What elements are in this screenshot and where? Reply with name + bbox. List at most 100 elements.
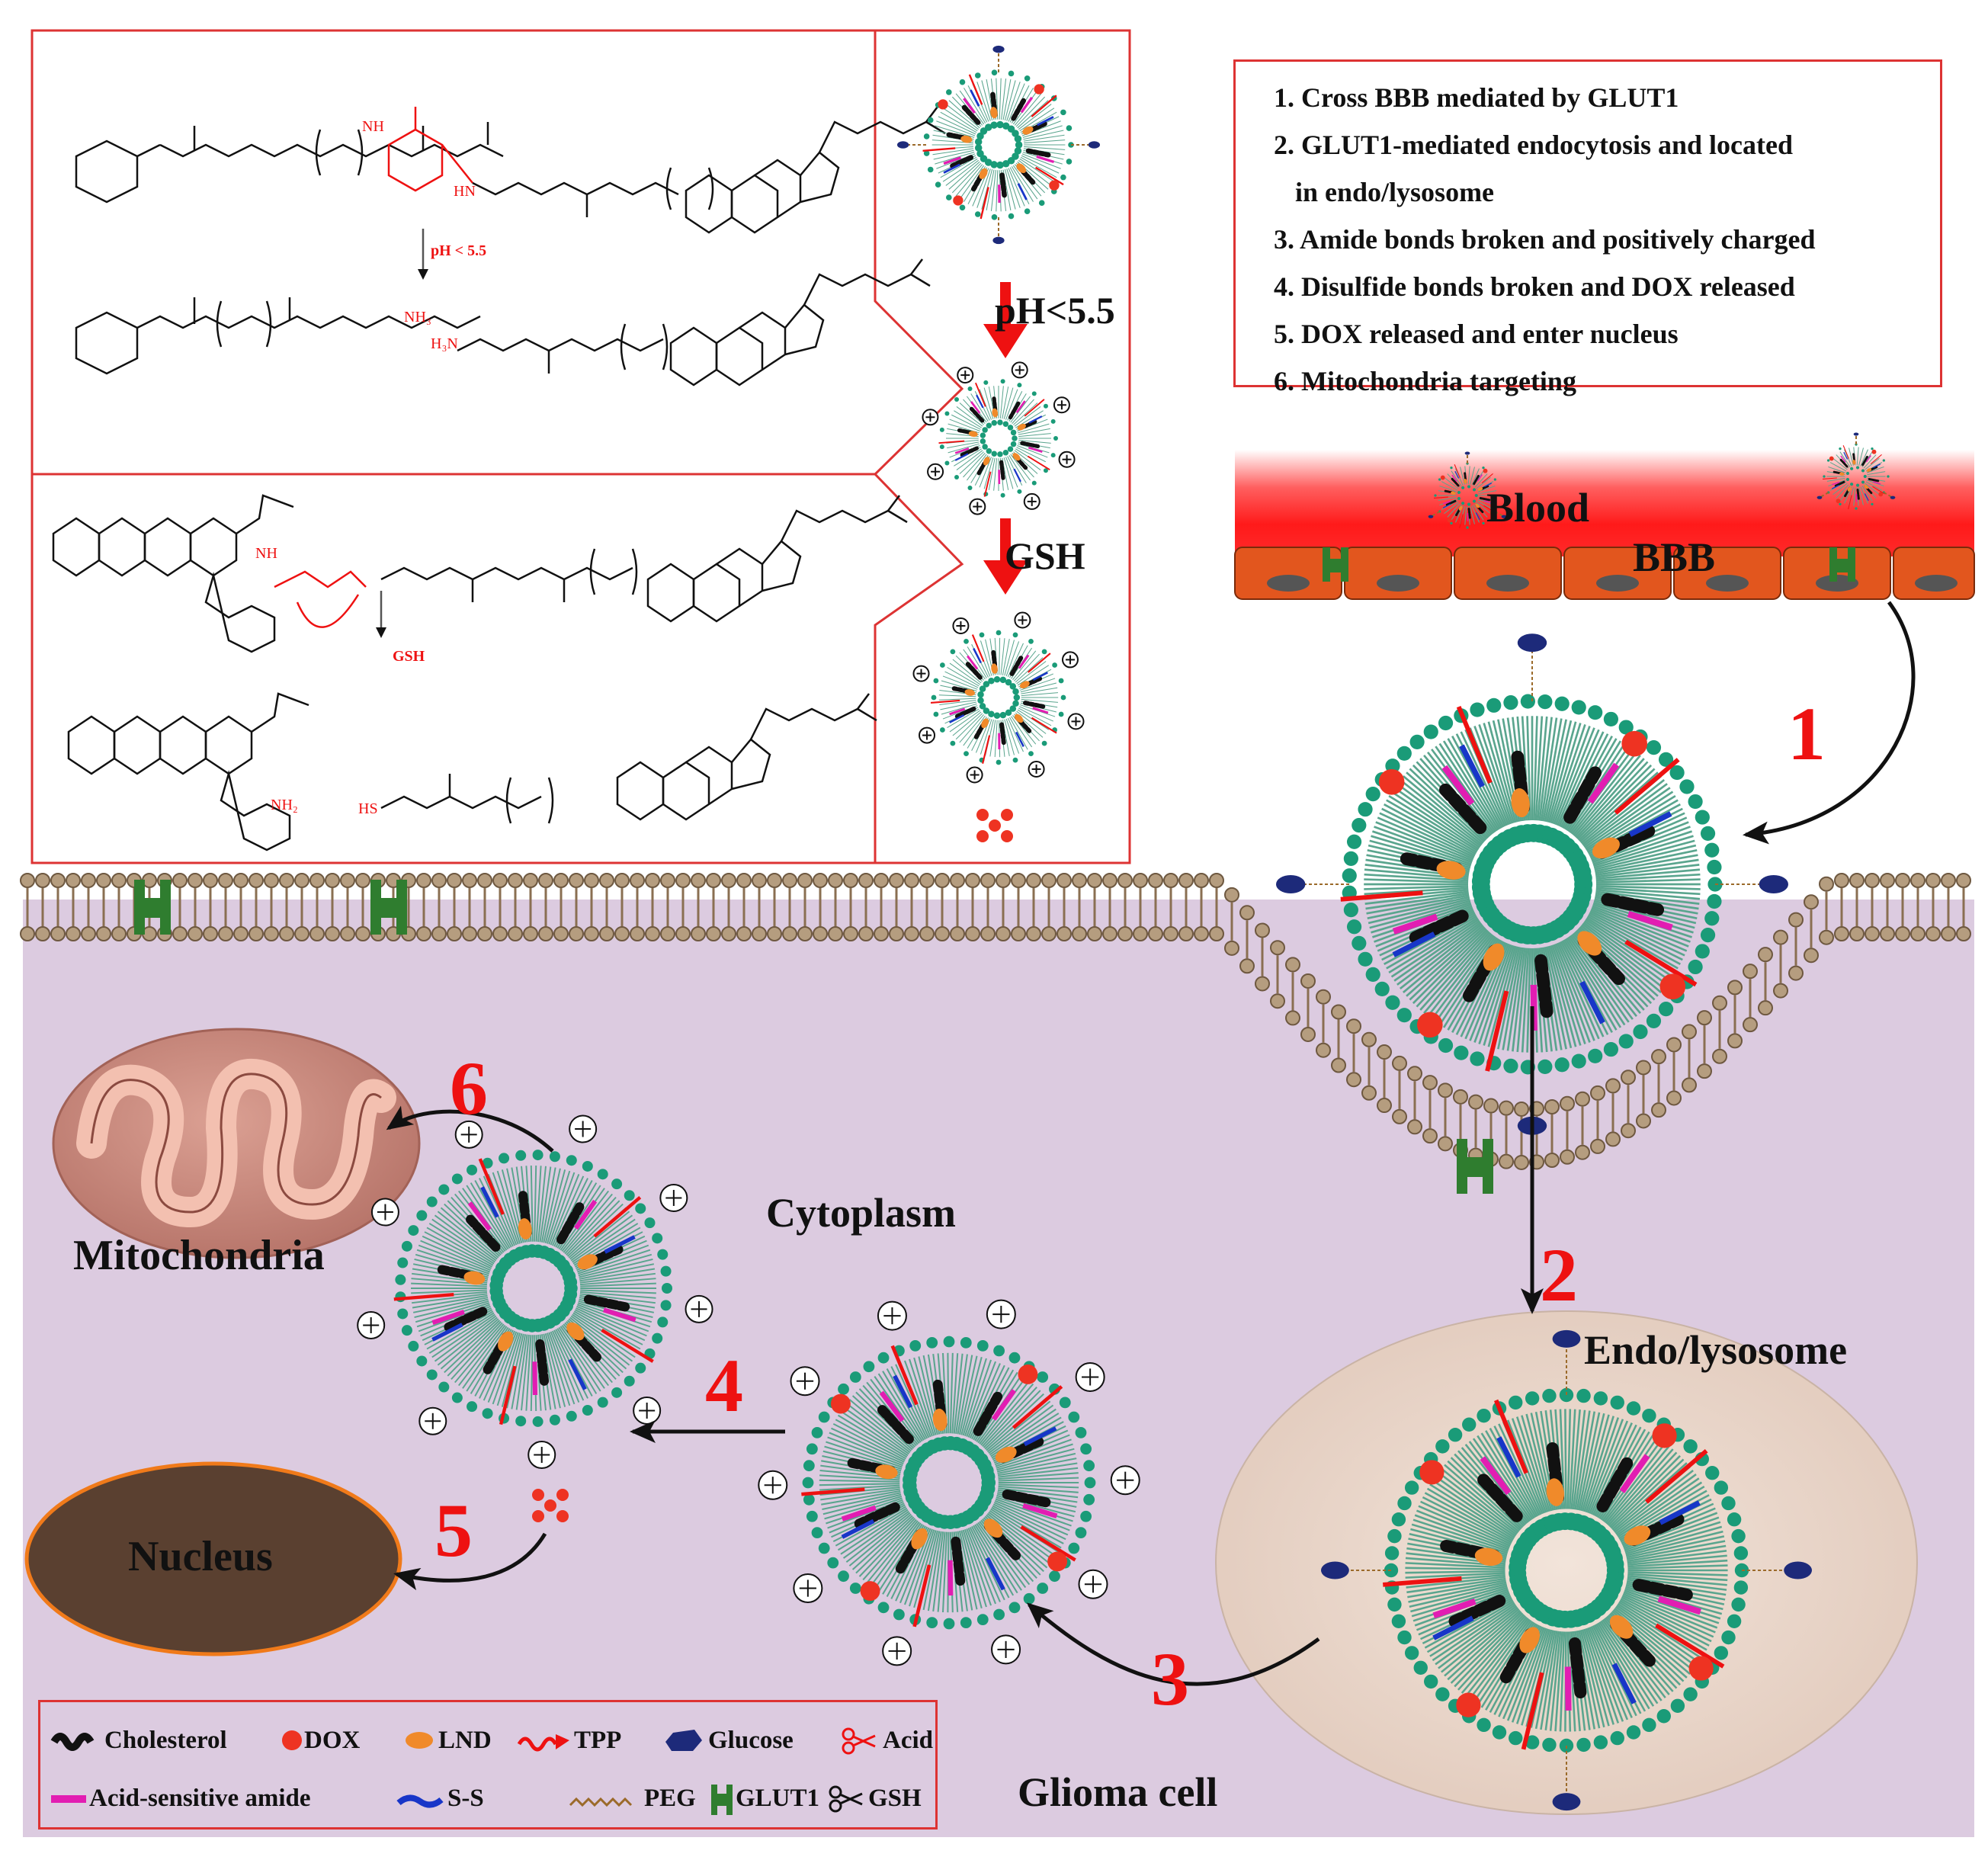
- lipid-head: [188, 873, 203, 888]
- lipid-head: [1788, 912, 1804, 928]
- lipid-head: [1727, 1033, 1743, 1049]
- lipid-head: [218, 873, 233, 888]
- lipid-head: [706, 873, 721, 888]
- lipid-head: [1925, 873, 1941, 888]
- lipid-head: [965, 873, 980, 888]
- lipid-head: [1361, 1031, 1377, 1047]
- tpp-arrowhead-icon: [556, 1734, 569, 1749]
- lipid-head: [1621, 1123, 1636, 1139]
- structure-dox-disulfide: [52, 494, 908, 653]
- step-number-4: 4: [705, 1343, 743, 1428]
- lipid-head: [569, 873, 584, 888]
- lipid-head: [630, 873, 645, 888]
- lipid-head: [1057, 873, 1072, 888]
- lipid-head: [1895, 926, 1910, 941]
- lipid-head: [691, 873, 706, 888]
- legend-tpp: TPP: [574, 1727, 622, 1754]
- lipid-head: [1178, 873, 1194, 888]
- lipid-head: [645, 873, 660, 888]
- lipid-head: [599, 926, 614, 941]
- lipid-head: [1438, 1136, 1453, 1152]
- lipid-head: [462, 873, 477, 888]
- lipid-head: [813, 926, 828, 941]
- lipid-head: [1331, 1004, 1346, 1020]
- lipid-head: [508, 873, 523, 888]
- tpp-icon: [517, 1737, 558, 1752]
- lipid-head: [279, 926, 294, 941]
- lipid-head: [431, 926, 447, 941]
- gsh-scissors-icon: [829, 1785, 863, 1813]
- legend-symbols: [50, 1727, 876, 1815]
- lipid-head: [294, 926, 309, 941]
- nh2-label: NH₂: [271, 797, 298, 813]
- lnd-icon: [406, 1732, 433, 1749]
- lipid-head: [752, 873, 767, 888]
- legend-amide: Acid-sensitive amide: [89, 1785, 311, 1812]
- lipid-head: [1041, 926, 1057, 941]
- lipid-head: [1407, 1066, 1422, 1082]
- lipid-head: [1514, 1101, 1529, 1117]
- lipid-head: [1285, 1010, 1300, 1026]
- lipid-head: [782, 873, 797, 888]
- lipid-head: [523, 926, 538, 941]
- lipid-head: [1422, 1128, 1438, 1144]
- lipid-head: [1163, 873, 1178, 888]
- lipid-head: [1819, 929, 1834, 945]
- legend-acid: Acid: [883, 1727, 933, 1754]
- glut1-transporter-icon: [1457, 1139, 1493, 1194]
- lipid-head: [843, 926, 858, 941]
- lipid-head: [172, 873, 188, 888]
- lipid-head: [1270, 993, 1285, 1009]
- lipid-head: [660, 873, 675, 888]
- micelle-endocytosis-icon: [1276, 633, 1788, 1135]
- lipid-head: [828, 926, 843, 941]
- lipid-head: [1117, 873, 1133, 888]
- lipid-head: [35, 926, 50, 941]
- nh-label-dox: NH: [255, 545, 277, 562]
- peg-icon: [569, 1797, 633, 1807]
- lipid-head: [264, 926, 279, 941]
- micelle-released-icon: [912, 611, 1085, 842]
- lipid-head: [96, 926, 111, 941]
- lipid-head: [1651, 1049, 1666, 1065]
- lipid-head: [1590, 1085, 1605, 1101]
- lipid-head: [1361, 1085, 1377, 1101]
- gsh-condition-label: GSH: [1005, 534, 1085, 577]
- legend-glucose: Glucose: [708, 1727, 794, 1754]
- lipid-head: [111, 873, 127, 888]
- lipid-head: [904, 873, 919, 888]
- lipid-head: [889, 926, 904, 941]
- lipid-head: [1605, 1078, 1621, 1094]
- bbb-label: BBB: [1633, 534, 1716, 580]
- micelle-endosome-icon: [1321, 1329, 1813, 1811]
- lipid-head: [1194, 926, 1209, 941]
- glut1-transporter-icon: [1323, 547, 1348, 582]
- lipid-head: [675, 873, 691, 888]
- lipid-head: [1956, 873, 1971, 888]
- hn-label: HN: [454, 183, 476, 200]
- structure-glucose-amide-conjugate: [75, 106, 946, 234]
- lipid-head: [1392, 1055, 1407, 1071]
- lipid-head: [233, 873, 248, 888]
- lipid-head: [1575, 1144, 1590, 1160]
- lipid-head: [858, 873, 874, 888]
- ph-reaction-label: pH < 5.5: [431, 242, 487, 259]
- lipid-head: [1682, 1077, 1697, 1093]
- lipid-head: [1773, 929, 1788, 945]
- lipid-head: [1514, 1154, 1529, 1170]
- lipid-head: [50, 873, 66, 888]
- glut1-transporter-icon: [370, 880, 407, 935]
- step-3: 3. Amide bonds broken and positively cha…: [1274, 224, 1816, 255]
- lipid-head: [1590, 1138, 1605, 1154]
- lipid-head: [1697, 1063, 1712, 1079]
- lipid-head: [233, 926, 248, 941]
- lipid-head: [1743, 1017, 1758, 1033]
- lipid-head: [1453, 1089, 1468, 1105]
- chemistry-panel: [30, 29, 1131, 864]
- lipid-head: [553, 873, 569, 888]
- lipid-head: [569, 926, 584, 941]
- lipid-head: [1849, 926, 1865, 941]
- lipid-head: [1758, 947, 1773, 963]
- legend: Cholesterol DOX LND TPP Glucose Acid Aci…: [38, 1700, 938, 1830]
